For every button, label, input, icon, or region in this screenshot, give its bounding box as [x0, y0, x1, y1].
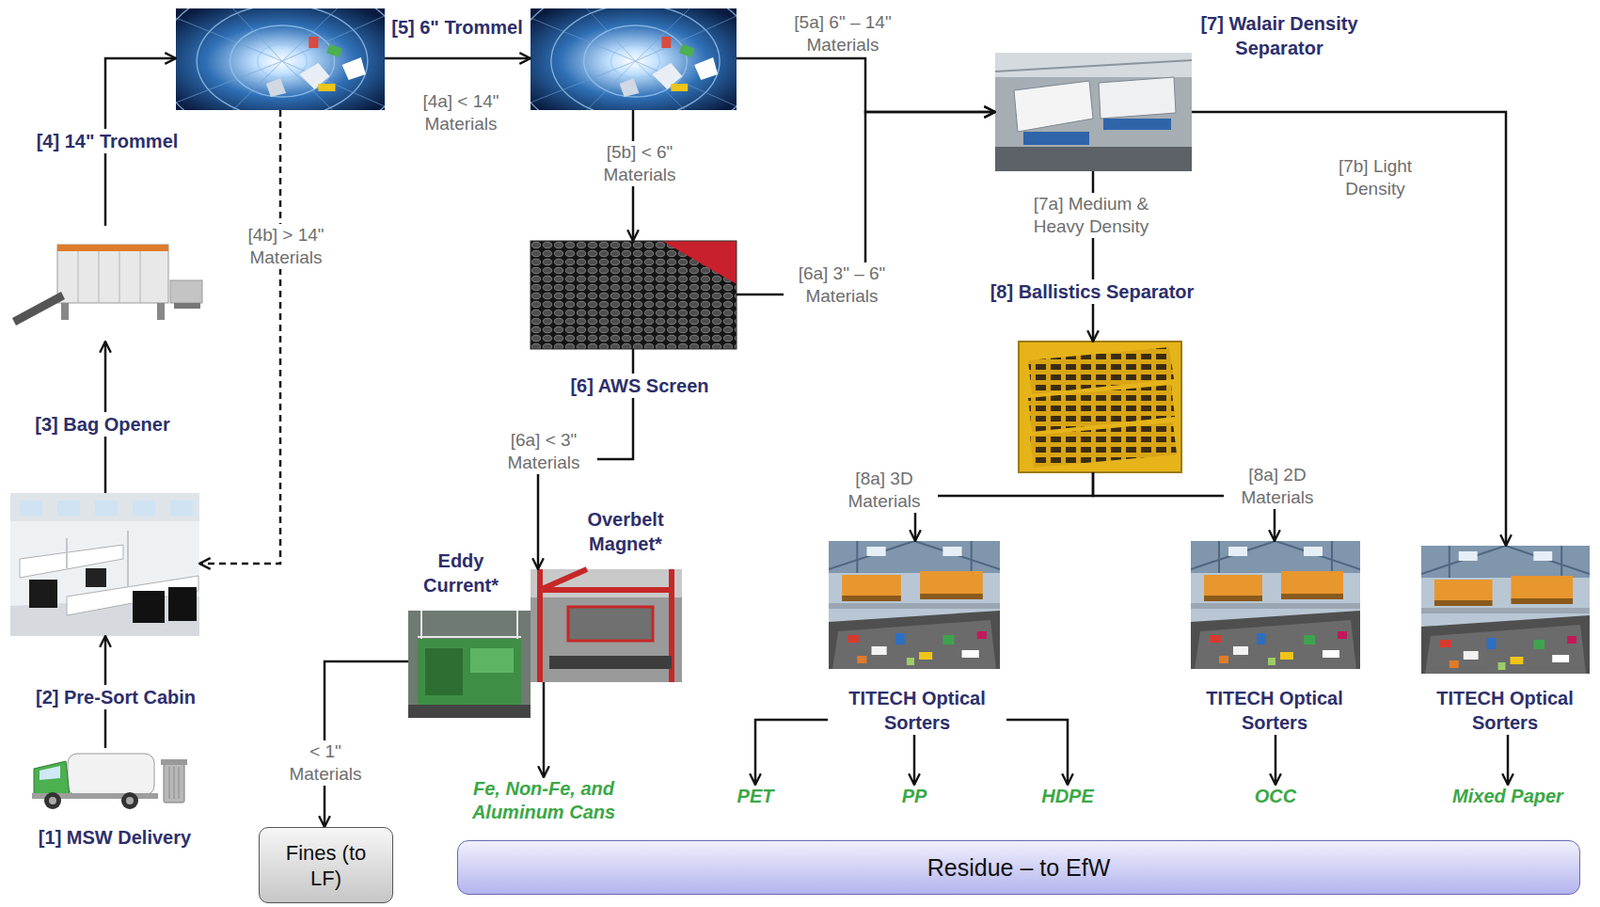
density-separator: [7] Walair Density Separator: [995, 11, 1386, 172]
bag-opener-photo: [12, 244, 203, 326]
residue-label: Residue – to EfW: [927, 853, 1111, 882]
screen: [6] AWS Screen: [530, 240, 737, 398]
fines-box: Fines (to LF): [258, 826, 394, 903]
screen-photo: [530, 240, 737, 349]
equipment-label: [4] 14" Trommel: [33, 128, 182, 154]
equipment-label: [1] MSW Delivery: [38, 824, 191, 850]
flow-arrow: [1274, 734, 1278, 785]
overbelt-magnet-photo: [530, 569, 682, 682]
trommel-photo: [158, 0, 406, 143]
pre-sort-cabin: [2] Pre-Sort Cabin: [10, 492, 200, 710]
ballistic-separator-photo: [1018, 341, 1182, 473]
product-label: OCC: [1254, 784, 1297, 808]
flow-arrow: [913, 734, 917, 785]
residue-band: Residue – to EfW: [457, 839, 1581, 895]
flow-label: < 1" Materials: [271, 740, 380, 786]
equipment-label: [7] Walair Density Separator: [1173, 11, 1386, 61]
product-label: Fe, Non-Fe, and Aluminum Cans: [454, 776, 634, 824]
trommel: [4] 14" Trommel: [33, 8, 385, 154]
truck-icon: [31, 753, 188, 809]
eddy-current-photo: [408, 610, 531, 718]
optical-sorter-photo: [1421, 545, 1590, 674]
optical-sorter-photo: [828, 540, 1000, 669]
flow-arrow: [384, 57, 531, 61]
flow-arrow: [736, 58, 996, 112]
flow-label: [4b] > 14" Materials: [232, 223, 340, 270]
overbelt-magnet: Overbelt Magnet*: [530, 506, 682, 682]
product-output: OCC: [1254, 784, 1297, 808]
fines-label: Fines (to LF): [282, 839, 370, 891]
optical-sorter-photo: [1190, 540, 1361, 669]
flow-label: [6a] < 3" Materials: [490, 428, 598, 475]
product-output: HDPE: [1041, 784, 1094, 808]
optical-sorter: TITECH Optical Sorters: [827, 540, 1007, 735]
flow-label: [4a] < 14" Materials: [407, 90, 515, 136]
flow-arrow: [915, 472, 1094, 541]
bag-opener: [3] Bag Opener: [12, 225, 205, 437]
equipment-label: TITECH Optical Sorters: [827, 685, 1007, 735]
flow-arrow: [542, 681, 546, 777]
product-label: Mixed Paper: [1452, 784, 1564, 808]
flow-label: [5a] 6" – 14" Materials: [779, 11, 906, 57]
product-output: Mixed Paper: [1452, 784, 1564, 808]
flow-arrow: [1191, 111, 1506, 546]
flow-arrow: [755, 719, 828, 785]
product-output: PP: [902, 784, 928, 808]
flow-arrow: [1006, 719, 1068, 785]
trommel-photo: [513, 0, 758, 143]
flow-label: [5b] < 6" Materials: [586, 141, 694, 187]
equipment-label: TITECH Optical Sorters: [1185, 685, 1364, 735]
equipment-label: [3] Bag Opener: [31, 411, 173, 437]
equipment-label: TITECH Optical Sorters: [1415, 685, 1595, 735]
density-separator-photo: [995, 52, 1192, 172]
flow-label: [7b] Light Density: [1321, 155, 1429, 201]
ballistic-separator: [8] Ballistics Separator: [987, 279, 1198, 473]
equipment-label: [5] 6" Trommel: [391, 15, 523, 40]
flow-label: [6a] 3" – 6" Materials: [783, 262, 901, 308]
eddy-current: Eddy Current*: [408, 548, 531, 718]
optical-sorter: TITECH Optical Sorters: [1415, 545, 1595, 735]
flow-arrow: [1506, 734, 1510, 785]
equipment-label: [8] Ballistics Separator: [987, 279, 1198, 304]
product-label: PET: [737, 784, 775, 808]
product-label: PP: [902, 784, 928, 808]
equipment-label: [6] AWS Screen: [567, 373, 712, 398]
equipment-label: Overbelt Magnet*: [569, 506, 682, 556]
msw-delivery: [1] MSW Delivery: [28, 747, 191, 850]
flow-label: [8a] 2D Materials: [1223, 463, 1331, 509]
product-output: Fe, Non-Fe, and Aluminum Cans: [454, 776, 634, 824]
pre-sort-cabin-photo: [10, 492, 200, 636]
equipment-label: [2] Pre-Sort Cabin: [32, 684, 199, 710]
flow-label: [7a] Medium & Heavy Density: [1013, 192, 1169, 238]
product-label: HDPE: [1041, 784, 1094, 808]
product-output: PET: [737, 784, 775, 808]
flow-label: [8a] 3D Materials: [830, 467, 938, 513]
flow-arrow: [199, 110, 281, 564]
optical-sorter: TITECH Optical Sorters: [1185, 540, 1364, 735]
equipment-label: Eddy Current*: [409, 548, 513, 598]
